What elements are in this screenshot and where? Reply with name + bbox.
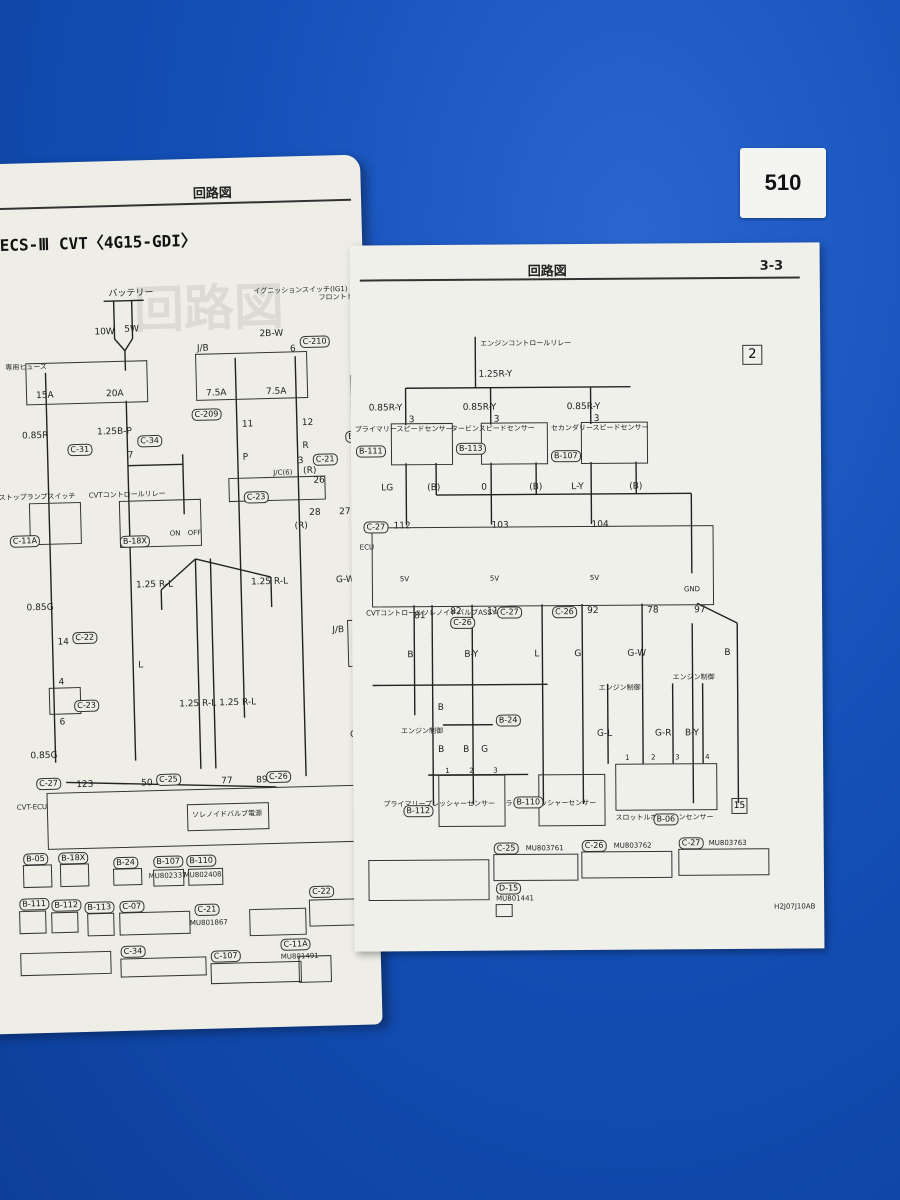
tag-number: 510 [764, 170, 802, 195]
right-wiring-diagram [372, 336, 740, 806]
connector-diagrams [19, 863, 381, 985]
price-tag: 510 [740, 148, 826, 218]
right-page: 回路図 3-3 2 [349, 242, 825, 952]
right-connector-diagrams [368, 848, 770, 918]
left-page: 回路図 回路図 VECS-Ⅲ CVT〈4G15-GDI〉 [0, 154, 383, 1035]
